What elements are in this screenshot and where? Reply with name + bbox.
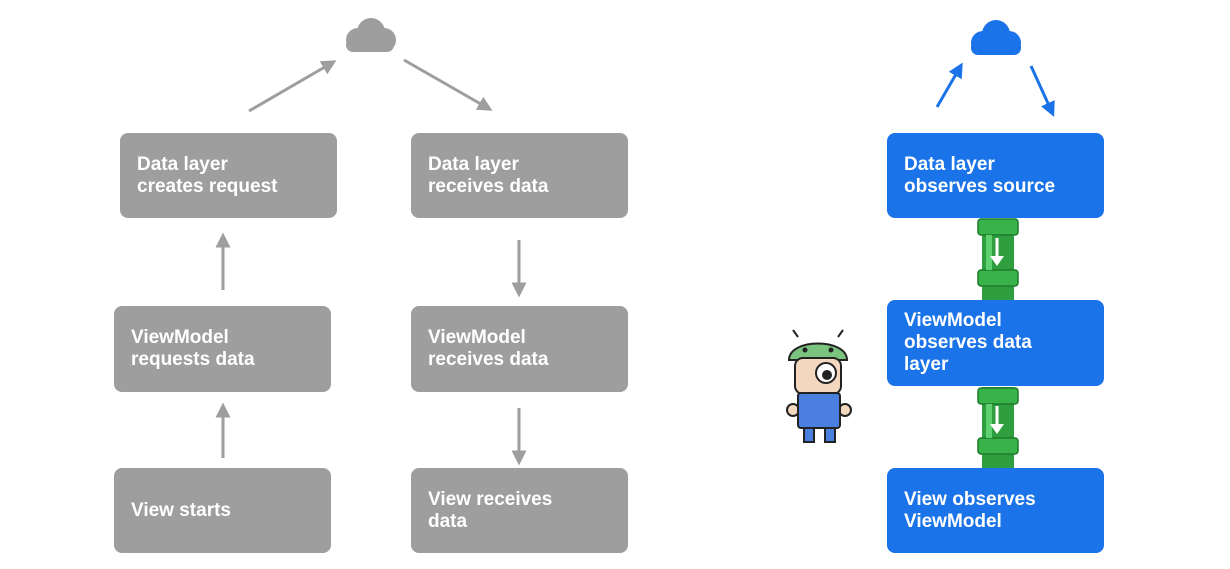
box-label: View starts (131, 499, 231, 521)
viewmodel-requests-data-box: ViewModel requests data (114, 306, 331, 392)
box-label: View observes ViewModel (904, 488, 1036, 532)
box-label: ViewModel observes data layer (904, 310, 1032, 375)
pipe-icon (977, 218, 1019, 301)
viewmodel-receives-data-box: ViewModel receives data (411, 306, 628, 392)
view-receives-data-box: View receives data (411, 468, 628, 553)
data-layer-receives-data-box: Data layer receives data (411, 133, 628, 218)
cloud-icon (971, 20, 1021, 55)
android-mascot-icon (786, 329, 852, 443)
arrow-up-to-cloud (935, 62, 963, 108)
box-label: Data layer creates request (137, 153, 278, 197)
viewmodel-observes-data-layer-box: ViewModel observes data layer (887, 300, 1104, 386)
arrow-down-from-cloud (1029, 65, 1055, 117)
pipe-icon (977, 387, 1019, 469)
view-observes-viewmodel-box: View observes ViewModel (887, 468, 1104, 553)
box-label: Data layer receives data (428, 153, 549, 197)
data-layer-observes-source-box: Data layer observes source (887, 133, 1104, 218)
box-label: Data layer observes source (904, 153, 1056, 197)
box-label: ViewModel receives data (428, 327, 549, 370)
box-label: ViewModel requests data (131, 327, 255, 370)
arrow-from-cloud (403, 58, 493, 111)
box-label: View receives data (428, 488, 553, 532)
data-layer-creates-request-box: Data layer creates request (120, 133, 337, 218)
view-starts-box: View starts (114, 468, 331, 553)
cloud-icon (346, 18, 396, 52)
arrow-to-cloud (248, 60, 337, 113)
